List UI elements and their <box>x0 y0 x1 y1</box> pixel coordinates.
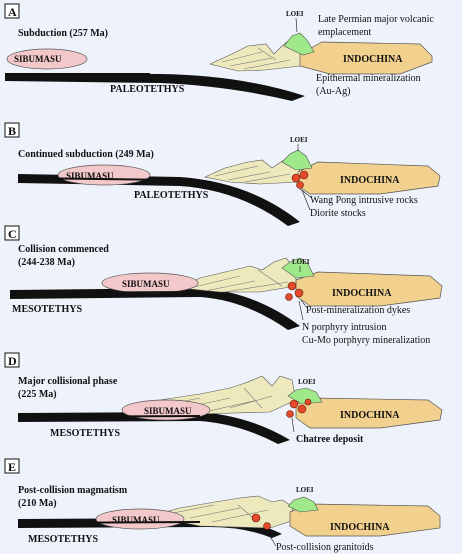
panel-e-ocean-label: MESOTETHYS <box>28 534 98 545</box>
panel-c-title-line-2: (244-238 Ma) <box>18 257 75 268</box>
panel-c-intrusion-3 <box>286 294 293 301</box>
panel-e-title-line-1: Post-collision magmatism <box>18 485 128 496</box>
panel-b-loei-label: LOEI <box>290 136 308 144</box>
panel-d-intrusion-2 <box>298 405 306 413</box>
panel-e-indochina-label: INDOCHINA <box>330 522 390 533</box>
panel-e-letter: E <box>8 460 16 474</box>
panel-c-intrusion-1 <box>288 282 296 290</box>
panel-a-annotation-4: (Au-Ag) <box>316 86 350 97</box>
panel-e-granitoid-2 <box>264 523 271 530</box>
panel-a-ocean-label: PALEOTETHYS <box>110 84 185 95</box>
panel-d-indochina-label: INDOCHINA <box>340 410 400 421</box>
panel-b-title: Continued subduction (249 Ma) <box>18 149 154 160</box>
panel-c-annotation-2: N porphyry intrusion <box>302 322 386 333</box>
panel-a-annotation-1: Late Permian major volcanic <box>318 14 434 25</box>
panel-c-annotation-3: Cu-Mo porphyry mineralization <box>302 335 430 346</box>
panel-d-loei-label: LOEI <box>298 378 316 386</box>
panel-a-annotation-2: emplacement <box>318 27 372 38</box>
panel-b-sibumasu-label: SIBUMASU <box>66 171 114 181</box>
panel-b-intrusion-2 <box>300 171 308 179</box>
panel-d-letter: D <box>8 354 17 368</box>
panel-b-annotation-2: Diorite stocks <box>310 208 366 219</box>
panel-c-ocean-label: MESOTETHYS <box>12 304 82 315</box>
panel-b-letter: B <box>8 124 16 138</box>
panel-d-intrusion-3 <box>287 411 294 418</box>
panel-e-annotation-1: Post-collision granitoids <box>276 542 374 553</box>
panel-c-sibumasu-label: SIBUMASU <box>122 279 170 289</box>
panel-d-title-line-2: (225 Ma) <box>18 389 57 400</box>
panel-e-sibumasu-label: SIBUMASU <box>112 515 160 525</box>
panel-e-loei-label: LOEI <box>296 486 314 494</box>
panel-d-sibumasu-label: SIBUMASU <box>144 406 192 416</box>
panel-c-annotation-1: Post-mineralization dykes <box>306 305 410 316</box>
panel-a-letter: A <box>8 5 17 19</box>
panel-d-intrusion-4 <box>305 399 311 405</box>
panel-a-title: Subduction (257 Ma) <box>18 28 108 39</box>
panel-d-intrusion-1 <box>290 400 298 408</box>
panel-d-title-line-1: Major collisional phase <box>18 376 118 387</box>
panel-b-intrusion-1 <box>292 174 300 182</box>
panel-a-indochina-label: INDOCHINA <box>343 54 403 65</box>
panel-a-annotation-3: Epithermal mineralization <box>316 73 421 84</box>
panel-b-intrusion-3 <box>297 182 304 189</box>
panel-d-annotation-1: Chatree deposit <box>296 434 364 445</box>
panel-b-ocean-label: PALEOTETHYS <box>134 190 209 201</box>
panel-c-title-line-1: Collision commenced <box>18 244 109 255</box>
panel-c-letter: C <box>8 227 17 241</box>
panel-e-title-line-2: (210 Ma) <box>18 498 57 509</box>
panel-b-annotation-1: Wang Pong intrusive rocks <box>310 195 418 206</box>
panel-d-ocean-label: MESOTETHYS <box>50 428 120 439</box>
panel-e-granitoid-1 <box>252 514 260 522</box>
panel-c-intrusion-2 <box>295 289 303 297</box>
panel-c-indochina-label: INDOCHINA <box>332 288 392 299</box>
panel-a-loei-label: LOEI <box>286 10 304 18</box>
panel-c-loei-label: LOEI <box>292 258 310 266</box>
panel-b-indochina-label: INDOCHINA <box>340 175 400 186</box>
panel-a-sibumasu-label: SIBUMASU <box>14 54 62 64</box>
